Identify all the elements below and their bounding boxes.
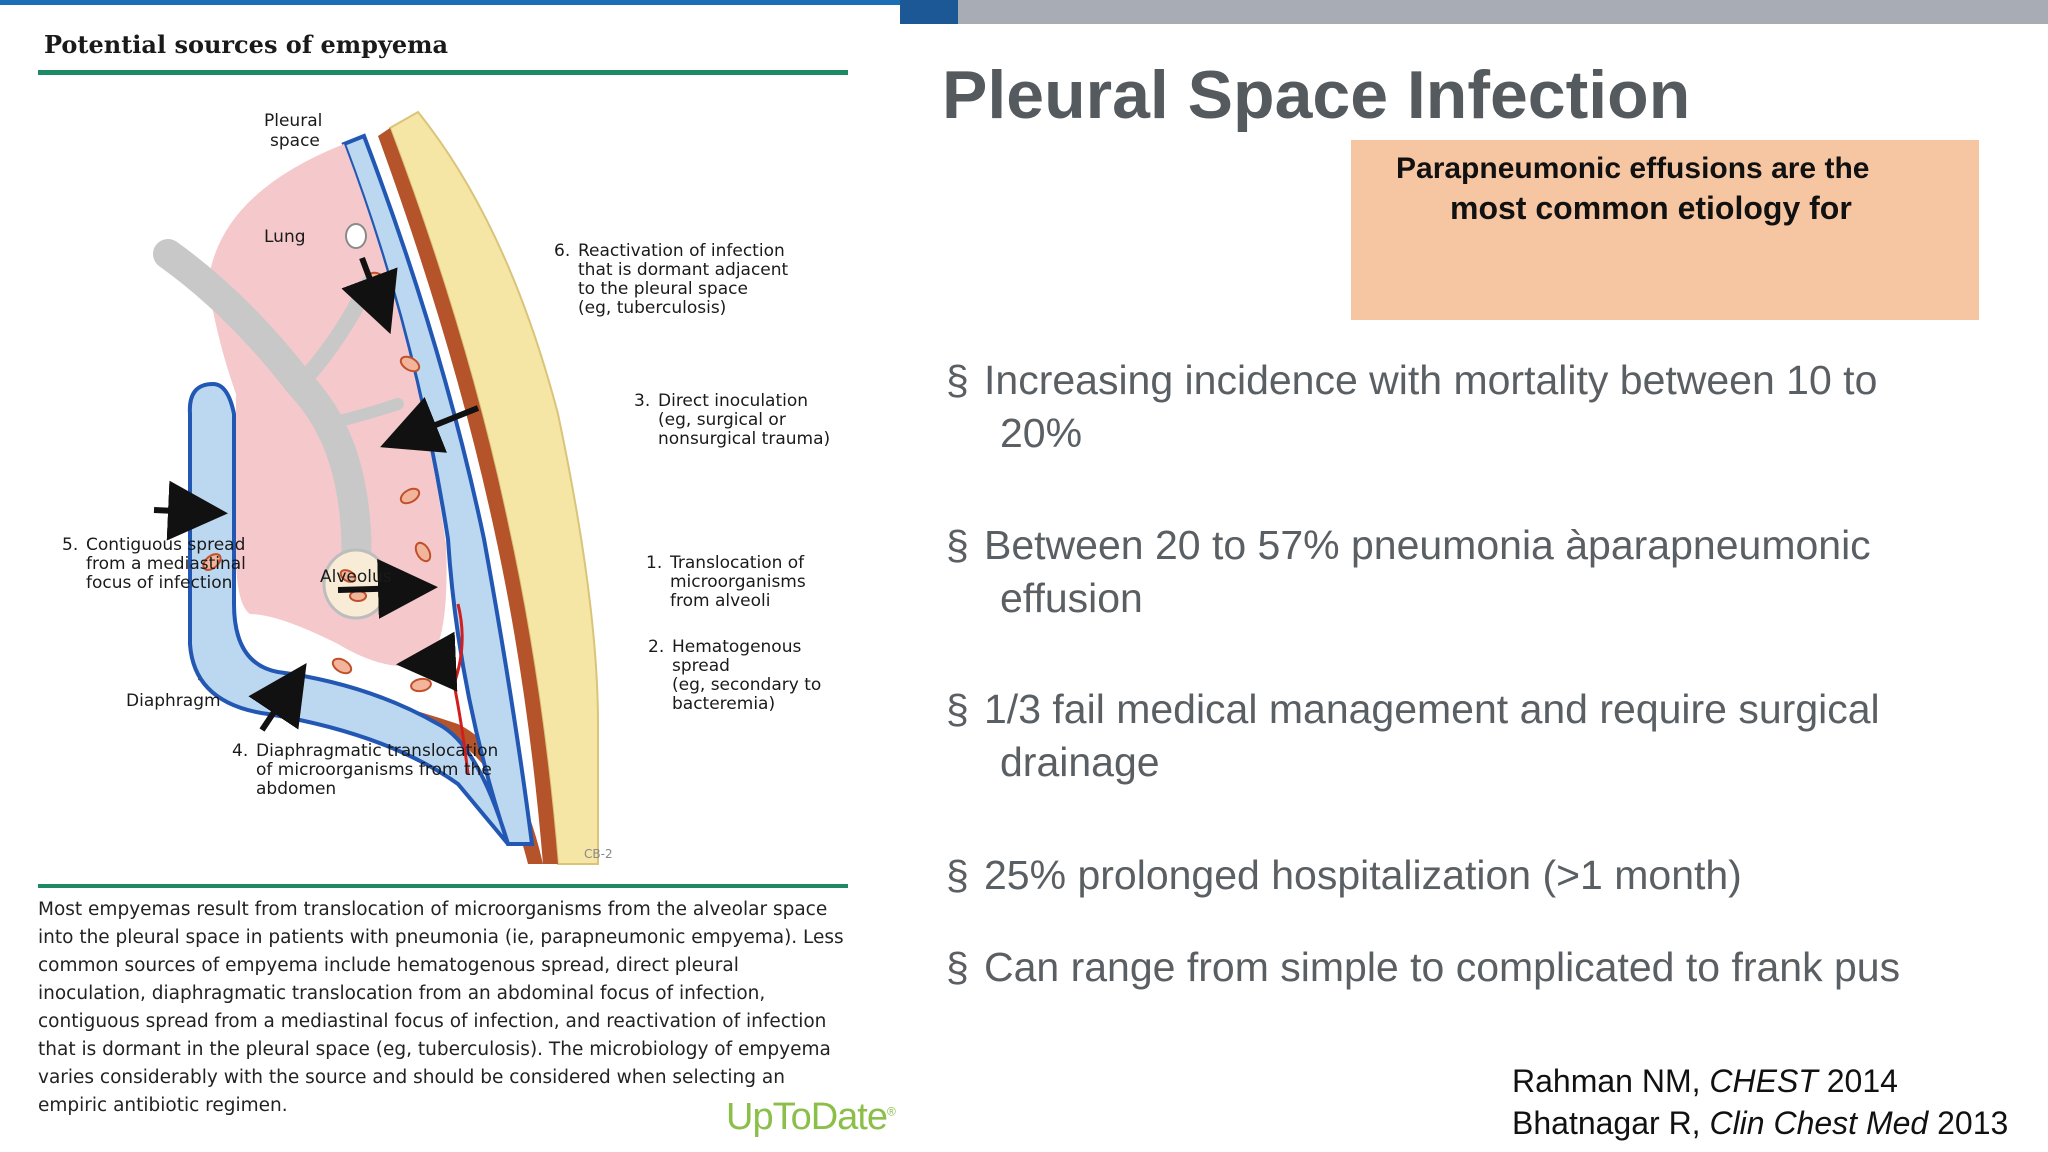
callout-line-1: Parapneumonic effusions are the — [1396, 152, 1870, 185]
slide-title: Pleural Space Infection — [942, 57, 1691, 133]
svg-text:bacteremia): bacteremia) — [672, 694, 775, 714]
svg-text:2.: 2. — [648, 637, 664, 657]
arrow-source-1 — [337, 558, 438, 619]
bullet-item: § Between 20 to 57% pneumonia àparapneum… — [946, 519, 2036, 625]
svg-text:1.: 1. — [646, 553, 662, 573]
bullet-marker: § — [946, 944, 969, 990]
empyema-diagram: Pleural space Lung Alveolus Diaphragm CB… — [62, 110, 830, 865]
bullet-item: § 25% prolonged hospitalization (>1 mont… — [946, 849, 2036, 902]
top-accent-bar — [0, 0, 900, 5]
arrow-source-2 — [396, 631, 458, 692]
svg-text:Direct inoculation: Direct inoculation — [658, 391, 808, 411]
svg-text:abdomen: abdomen — [256, 779, 336, 799]
alveolus-label: Alveolus — [320, 567, 392, 587]
svg-text:to the pleural space: to the pleural space — [578, 279, 748, 299]
svg-text:4.: 4. — [232, 741, 248, 761]
svg-text:Pleural: Pleural — [264, 111, 322, 131]
source-3-label: 3. Direct inoculation (eg, surgical or n… — [634, 391, 830, 449]
bullet-marker: § — [946, 522, 969, 568]
svg-text:(eg, tuberculosis): (eg, tuberculosis) — [578, 298, 726, 318]
uptodate-logo: UpToDate® — [726, 1096, 896, 1138]
source-2-label: 2. Hematogenous spread (eg, secondary to… — [648, 637, 821, 714]
bullet-marker: § — [946, 686, 969, 732]
source-6-label: 6. Reactivation of infection that is dor… — [554, 241, 789, 318]
svg-text:that is dormant adjacent: that is dormant adjacent — [578, 260, 789, 280]
source-4-label: 4. Diaphragmatic translocation of microo… — [232, 741, 498, 799]
svg-text:5.: 5. — [62, 535, 78, 555]
svg-text:Translocation of: Translocation of — [669, 553, 805, 573]
arrow-source-4 — [248, 663, 307, 732]
callout-line-2: most common etiology for — [1450, 190, 1852, 226]
svg-text:focus of infection: focus of infection — [86, 573, 232, 593]
reference-item: Rahman NM, CHEST 2014 — [1512, 1063, 1898, 1099]
bronchus — [153, 239, 372, 579]
arrow-source-3 — [380, 397, 480, 453]
svg-text:of microorganisms from the: of microorganisms from the — [256, 760, 492, 780]
svg-text:Hematogenous: Hematogenous — [672, 637, 801, 657]
empyema-figure: Potential sources of empyema — [0, 24, 900, 1152]
pleural-space — [187, 133, 535, 846]
svg-text:from alveoli: from alveoli — [670, 591, 770, 611]
bullet-item: § 1/3 fail medical management and requir… — [946, 683, 2036, 789]
svg-text:(eg, secondary to: (eg, secondary to — [672, 675, 821, 695]
svg-text:3.: 3. — [634, 391, 650, 411]
source-5-label: 5. Contiguous spread from a mediastinal … — [62, 535, 246, 593]
top-gray-bar — [958, 0, 2048, 24]
svg-text:microorganisms: microorganisms — [670, 572, 806, 592]
bullet-item: § Can range from simple to complicated t… — [946, 941, 2036, 994]
pleural-space-label: Pleural space — [264, 111, 322, 151]
arrow-source-5 — [153, 480, 228, 541]
figure-caption: Most empyemas result from translocation … — [38, 899, 844, 1116]
svg-text:Reactivation of infection: Reactivation of infection — [578, 241, 785, 261]
figure-top-rule — [38, 70, 848, 75]
callout-box: Parapneumonic effusions are the most com… — [1351, 140, 1979, 320]
lung-label: Lung — [264, 227, 306, 247]
bullet-item: § Increasing incidence with mortality be… — [946, 354, 2036, 460]
svg-text:from a mediastinal: from a mediastinal — [86, 554, 246, 574]
source-1-label: 1. Translocation of microorganisms from … — [646, 553, 806, 611]
figure-title: Potential sources of empyema — [44, 30, 449, 59]
svg-text:6.: 6. — [554, 241, 570, 261]
diaphragm-label: Diaphragm — [126, 691, 221, 711]
svg-text:Diaphragmatic translocation: Diaphragmatic translocation — [256, 741, 498, 761]
svg-text:spread: spread — [672, 656, 730, 676]
chest-wall-muscle — [378, 128, 558, 864]
figure-bottom-rule — [38, 884, 848, 888]
top-accent-block — [900, 0, 958, 24]
references: Rahman NM, CHEST 2014 Bhatnagar R, Clin … — [1512, 1060, 2008, 1144]
dormant-focus — [345, 223, 367, 249]
bullet-marker: § — [946, 852, 969, 898]
arrow-source-6 — [341, 256, 398, 335]
bullet-marker: § — [946, 357, 969, 403]
svg-text:Contiguous spread: Contiguous spread — [86, 535, 245, 555]
svg-text:space: space — [270, 131, 320, 151]
svg-text:nonsurgical trauma): nonsurgical trauma) — [658, 429, 830, 449]
svg-text:(eg, surgical or: (eg, surgical or — [658, 410, 786, 430]
artist-mark: CB-2 — [584, 847, 613, 861]
reference-item: Bhatnagar R, Clin Chest Med 2013 — [1512, 1105, 2009, 1141]
